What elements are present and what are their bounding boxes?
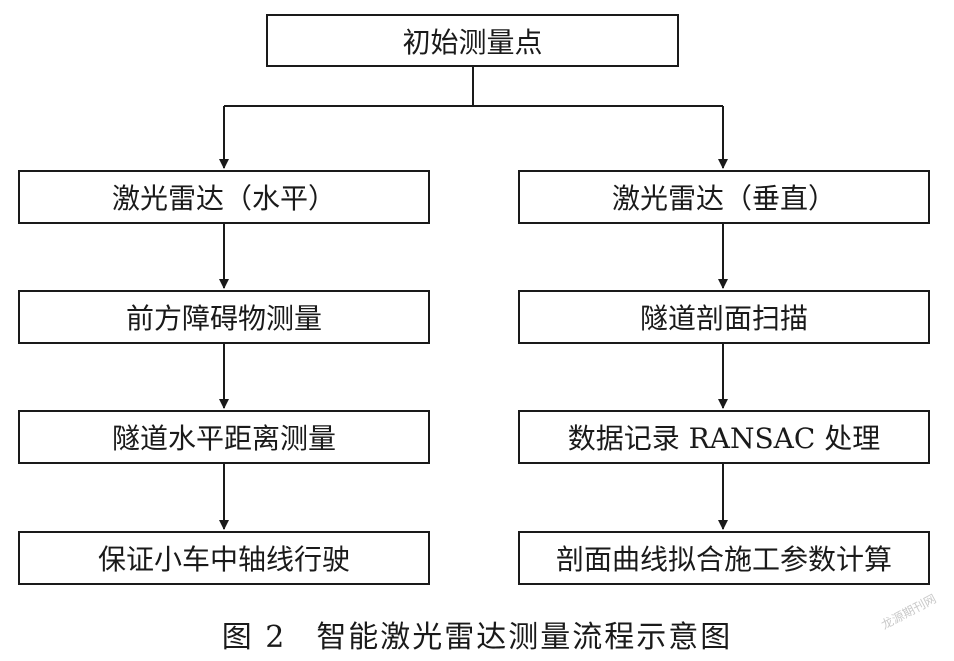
lidar-vertical-node: 激光雷达（垂直） — [518, 170, 930, 224]
centerline-driving-node: 保证小车中轴线行驶 — [18, 531, 430, 585]
figure-number: 图 2 — [221, 620, 287, 655]
start-node: 初始测量点 — [266, 14, 679, 67]
obstacle-measure-node: 前方障碍物测量 — [18, 290, 430, 344]
curve-fitting-node: 剖面曲线拟合施工参数计算 — [518, 531, 930, 585]
lidar-horizontal-node: 激光雷达（水平） — [18, 170, 430, 224]
ransac-processing-node: 数据记录 RANSAC 处理 — [518, 410, 930, 464]
profile-scan-node: 隧道剖面扫描 — [518, 290, 930, 344]
figure-title: 智能激光雷达测量流程示意图 — [316, 620, 733, 655]
horizontal-distance-node: 隧道水平距离测量 — [18, 410, 430, 464]
figure-caption: 图 2 智能激光雷达测量流程示意图 — [0, 612, 954, 656]
